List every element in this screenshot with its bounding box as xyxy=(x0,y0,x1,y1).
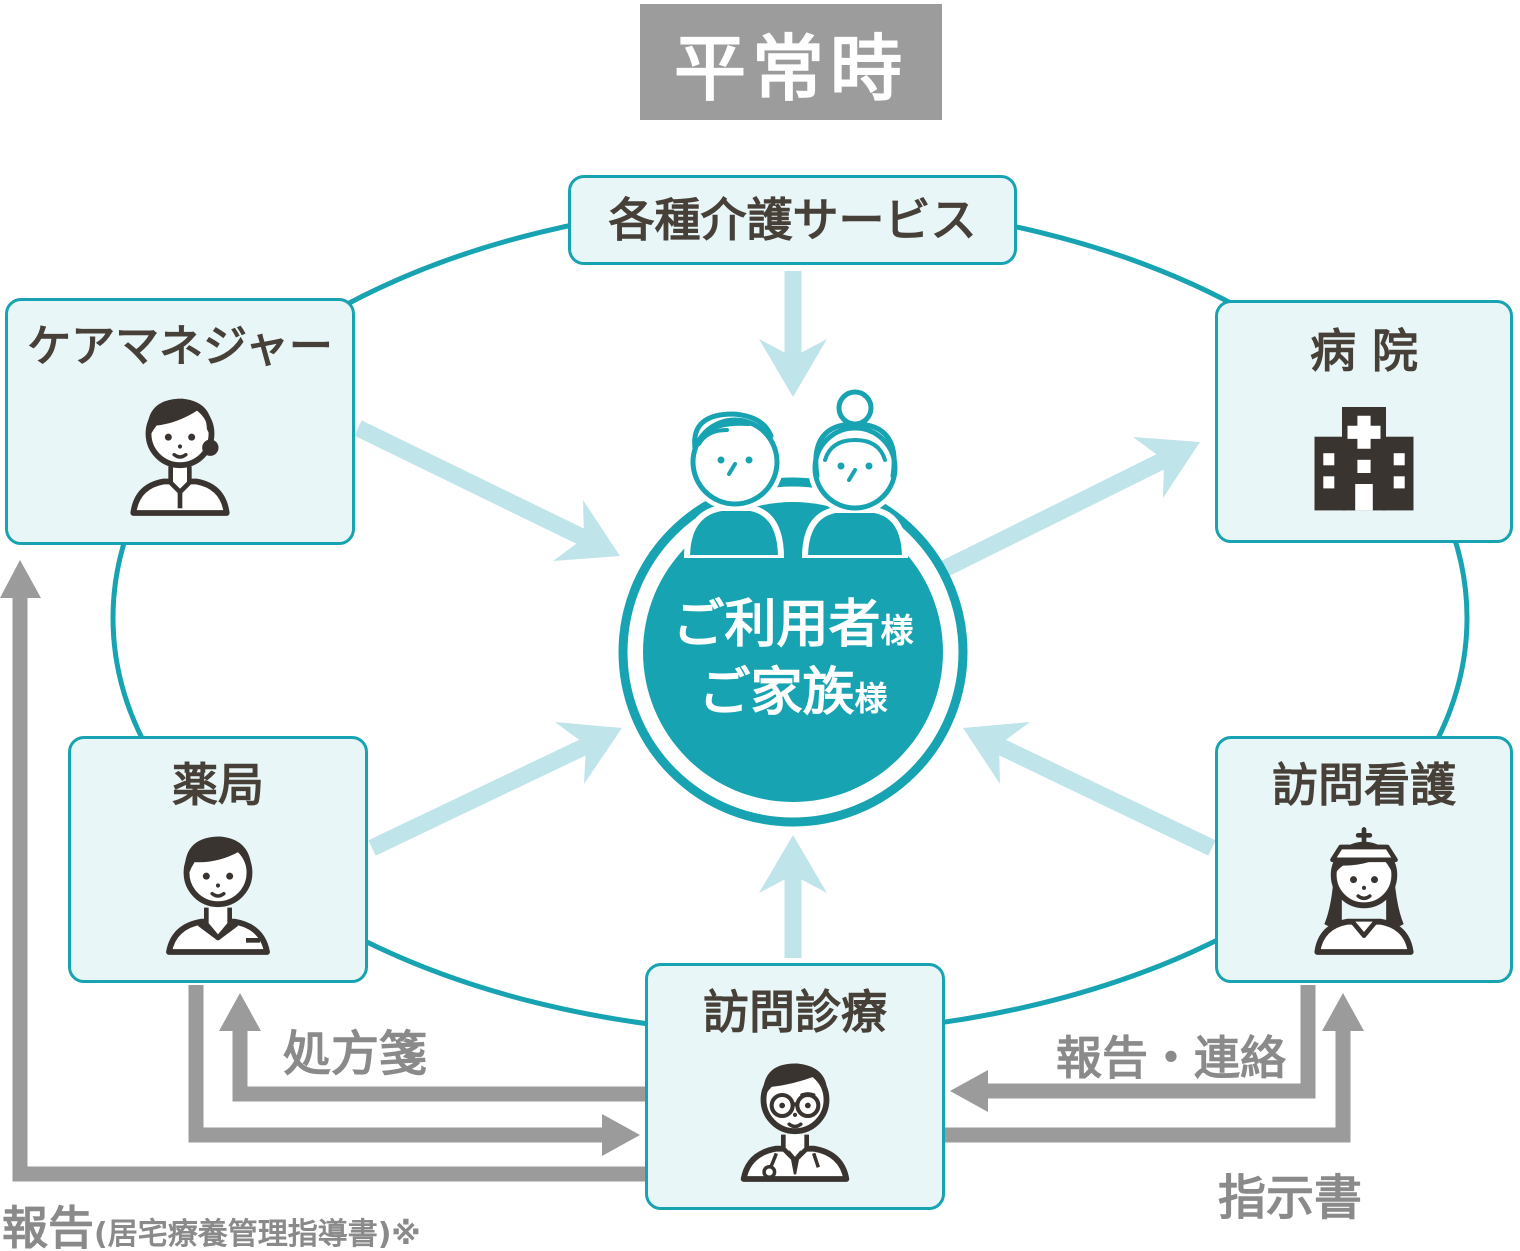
label-report: 報告(居宅療養管理指導書)※ xyxy=(2,1192,421,1251)
arrow-nurse-to-center xyxy=(963,722,1216,856)
node-care-manager: ケアマネジャー xyxy=(5,298,355,545)
gray-arrow-pharmacy-to-home-medical xyxy=(188,985,640,1156)
arrow-pharmacy-to-center xyxy=(368,722,622,856)
client-text: ご利用者 xyxy=(672,595,881,655)
label-report-contact: 報告・連絡 xyxy=(1056,1031,1286,1085)
node-home-medical-label: 訪問診療 xyxy=(703,985,887,1040)
arrow-care-services-to-center xyxy=(759,271,827,397)
arrow-care-manager-to-center xyxy=(354,420,620,561)
family-suffix: 様 xyxy=(854,678,888,718)
pharmacist-person-icon xyxy=(148,819,288,959)
node-home-medical: 訪問診療 xyxy=(645,963,945,1210)
arrow-home-medical-to-center xyxy=(759,835,827,958)
label-report-main: 報告 xyxy=(2,1201,94,1251)
gray-arrow-prescription-to-pharmacy xyxy=(219,993,645,1102)
gray-arrow-instruction-to-nurse xyxy=(945,993,1364,1143)
diagram-title-text: 平常時 xyxy=(673,26,908,111)
hospital-building-icon xyxy=(1298,385,1430,517)
label-prescription: 処方箋 xyxy=(283,1026,428,1082)
node-care-services: 各種介護サービス xyxy=(568,175,1017,265)
node-pharmacy: 薬局 xyxy=(68,736,368,983)
client-suffix: 様 xyxy=(880,611,914,650)
label-instruction: 指示書 xyxy=(1218,1170,1363,1226)
family-text: ご家族 xyxy=(698,662,855,723)
care-manager-person-icon xyxy=(110,380,250,520)
label-report-note: (居宅療養管理指導書)※ xyxy=(94,1217,421,1251)
node-pharmacy-label: 薬局 xyxy=(172,758,264,813)
client-family-circle xyxy=(618,477,968,827)
elderly-couple-icon xyxy=(683,388,909,558)
client-family-text: ご利用者様 ご家族様 xyxy=(633,592,953,727)
doctor-person-icon xyxy=(725,1046,865,1186)
node-hospital: 病 院 xyxy=(1215,300,1513,543)
gray-arrow-nurse-report-to-home-medical xyxy=(950,985,1316,1112)
nurse-person-icon xyxy=(1294,819,1434,959)
node-visiting-nurse-label: 訪問看護 xyxy=(1272,758,1456,813)
node-visiting-nurse: 訪問看護 xyxy=(1215,736,1513,983)
node-hospital-label: 病 院 xyxy=(1309,324,1418,379)
diagram-title: 平常時 xyxy=(640,4,942,120)
gray-arrow-report-to-care-manager xyxy=(0,560,648,1182)
gray-arrows xyxy=(0,560,1364,1182)
node-care-services-label: 各種介護サービス xyxy=(608,192,977,247)
arrow-center-to-hospital xyxy=(934,437,1200,580)
light-arrows xyxy=(354,271,1216,958)
node-care-manager-label: ケアマネジャー xyxy=(27,321,333,373)
